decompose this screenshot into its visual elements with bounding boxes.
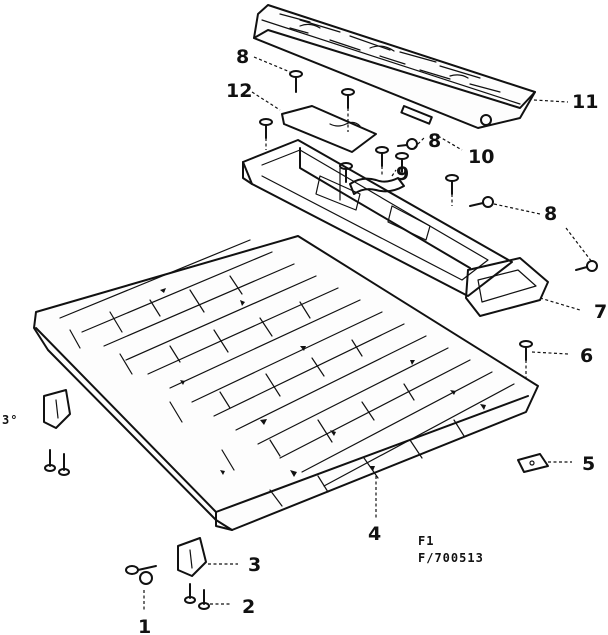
part-2-screws	[184, 583, 210, 610]
callout-8-a: 8	[236, 46, 249, 68]
callout-labels: 1 2 3 4 5 6 7 8 8 8 8 9 10 11 12	[138, 46, 607, 635]
figure-ref-line2: F/700513	[418, 551, 484, 565]
figure-reference: F1 F/700513	[418, 534, 484, 565]
part-5-foot	[517, 453, 549, 473]
part-1-bolt	[125, 565, 157, 585]
callout-2: 2	[242, 596, 255, 618]
screw	[445, 174, 459, 195]
callout-1: 1	[138, 616, 151, 635]
screw	[575, 260, 598, 272]
callout-8-c: 8	[544, 203, 557, 225]
callout-6: 6	[580, 345, 593, 367]
svg-text:3°: 3°	[2, 413, 18, 427]
part-3-bracket-bottom	[177, 537, 207, 577]
screw	[375, 146, 389, 167]
part-11-top-cover	[253, 4, 536, 129]
part-10-pin	[400, 104, 433, 125]
screw	[341, 88, 355, 109]
part-12-plate	[281, 105, 377, 153]
part-4-wooden-board	[33, 235, 539, 531]
screws	[259, 70, 598, 361]
part-7-tray-frame	[242, 139, 549, 317]
figure-ref-line1: F1	[418, 534, 434, 548]
callout-11: 11	[572, 91, 598, 113]
part-9-clip	[349, 177, 405, 195]
screw	[519, 340, 533, 361]
callout-10: 10	[468, 146, 494, 168]
screw	[339, 162, 353, 183]
callout-12: 12	[226, 80, 252, 102]
callout-4: 4	[368, 523, 381, 545]
screw	[469, 196, 494, 208]
screw	[289, 70, 303, 93]
callout-8-b: 8	[428, 130, 441, 152]
callout-9: 9	[396, 163, 409, 185]
callout-5: 5	[582, 453, 595, 475]
screw	[259, 118, 273, 139]
callout-3: 3	[248, 554, 261, 576]
screw	[397, 138, 418, 150]
callout-7: 7	[594, 301, 607, 323]
part-3-bracket-left: 3°	[2, 389, 71, 476]
screw	[395, 152, 409, 173]
leader-lines	[143, 56, 593, 612]
